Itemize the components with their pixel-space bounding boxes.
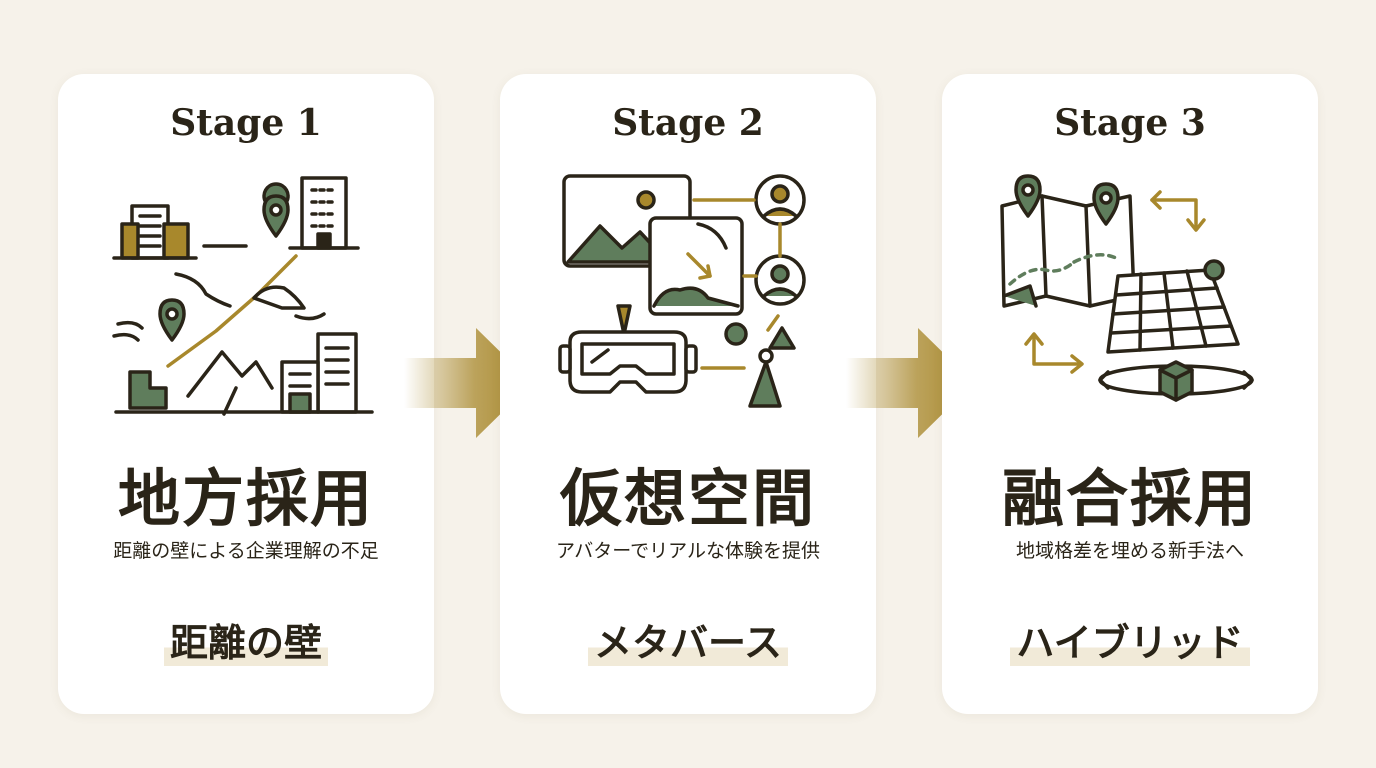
stage-subtitle: アバターでリアルな体験を提供 (556, 540, 820, 562)
stage-keyword: メタバース (587, 620, 789, 666)
stage-title: 仮想空間 (559, 462, 816, 535)
stage-subtitle: 地域格差を埋める新手法へ (1015, 540, 1244, 562)
stage-label: Stage 2 (612, 102, 764, 144)
stage-label: Stage 3 (1054, 102, 1206, 144)
stage-label: Stage 1 (170, 102, 322, 144)
vr-headset-avatar-icon (558, 174, 806, 408)
rural-city-map-icon (112, 176, 374, 416)
stage-card-2: Stage 2 仮想空間 アバ (500, 74, 876, 714)
stage-card-3: Stage 3 融合採用 地域格差を埋め (942, 74, 1318, 714)
stage-title: 地方採用 (117, 462, 374, 535)
stage-subtitle: 距離の壁による企業理解の不足 (113, 540, 379, 562)
stage-keyword: 距離の壁 (163, 620, 328, 666)
stage-title: 融合採用 (1001, 462, 1258, 535)
map-grid-hybrid-icon (1000, 174, 1254, 402)
stage-keyword: ハイブリッド (1010, 620, 1250, 666)
stage-card-1: Stage 1 (58, 74, 434, 714)
